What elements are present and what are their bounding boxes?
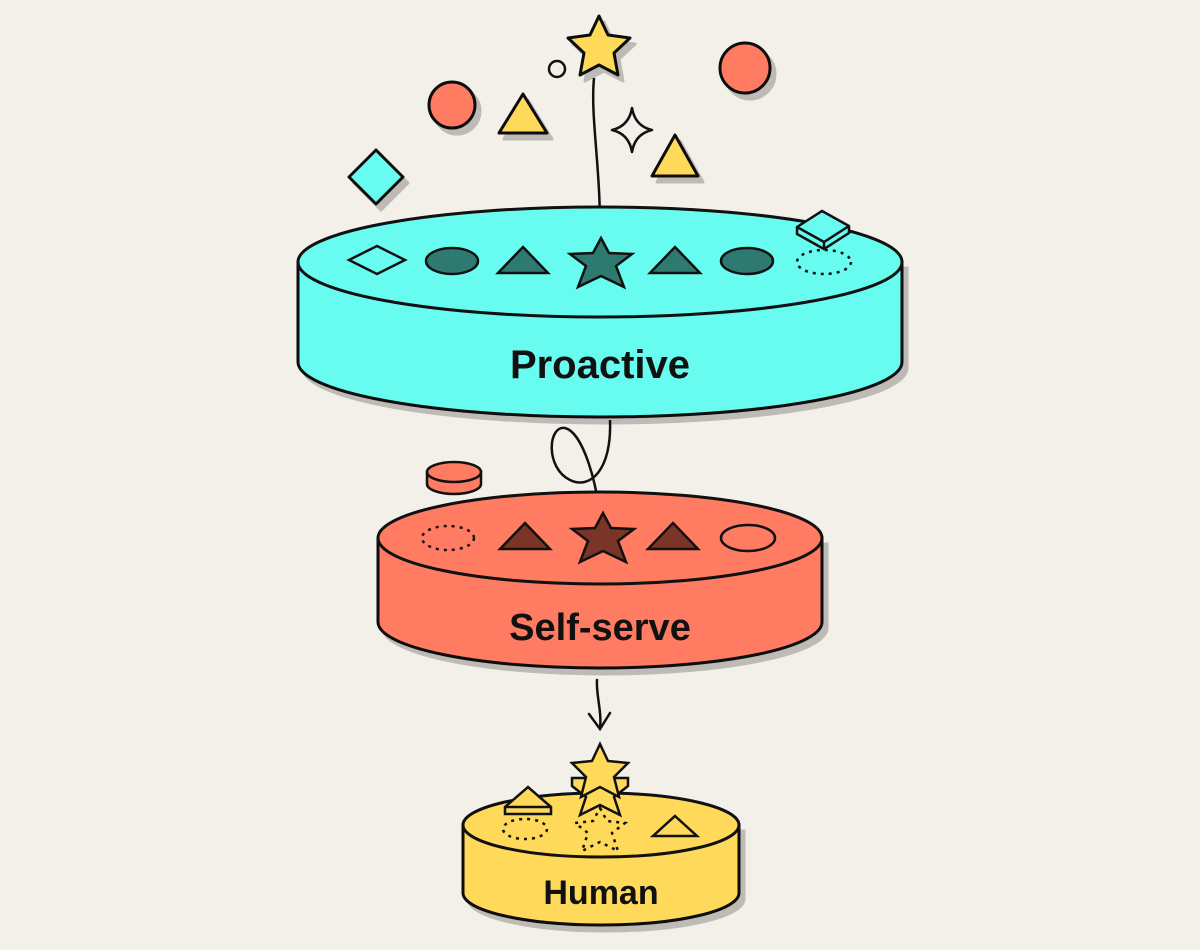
slot-triangle-icon [645, 521, 701, 551]
sparkle-icon [610, 106, 654, 154]
floating-triangle-left-icon [497, 92, 549, 135]
lifted-triangle-icon [503, 785, 553, 816]
human-tier: Human [461, 741, 741, 927]
slot-circle-empty-icon [719, 523, 777, 553]
floating-diamond-icon [347, 148, 405, 206]
slot-circle-icon [424, 246, 480, 276]
down-arrow [587, 678, 612, 732]
floating-triangle-right-icon [650, 133, 700, 178]
floating-coin-icon [425, 460, 483, 496]
slot-star-icon [568, 510, 638, 565]
self-serve-label: Self-serve [509, 607, 691, 649]
lifted-star-icon [569, 741, 631, 818]
slot-triangle-icon [647, 245, 703, 275]
slot-triangle-icon [497, 521, 553, 551]
lifted-diamond-tile-icon [795, 209, 851, 251]
slot-circle-icon [719, 246, 775, 276]
loop-path-line [550, 419, 612, 536]
floating-shapes [347, 14, 772, 206]
empty-slot-dotted [795, 248, 853, 276]
floating-circle-right-icon [718, 41, 772, 95]
floating-star-top-icon [566, 14, 632, 77]
human-label: Human [543, 874, 658, 912]
slot-star-icon [566, 235, 636, 290]
slot-triangle-icon [649, 814, 701, 838]
proactive-label: Proactive [510, 343, 690, 387]
empty-slot-dotted [420, 524, 476, 552]
empty-star-slot-dotted [571, 805, 629, 854]
empty-slot-dotted [501, 817, 549, 841]
slot-diamond-icon [346, 244, 408, 276]
small-circle-icon [547, 59, 567, 79]
floating-circle-left-icon [427, 80, 477, 130]
slot-triangle-icon [495, 245, 551, 275]
self-serve-tier: Self-serve [376, 490, 824, 670]
proactive-tier: Proactive [296, 205, 904, 419]
